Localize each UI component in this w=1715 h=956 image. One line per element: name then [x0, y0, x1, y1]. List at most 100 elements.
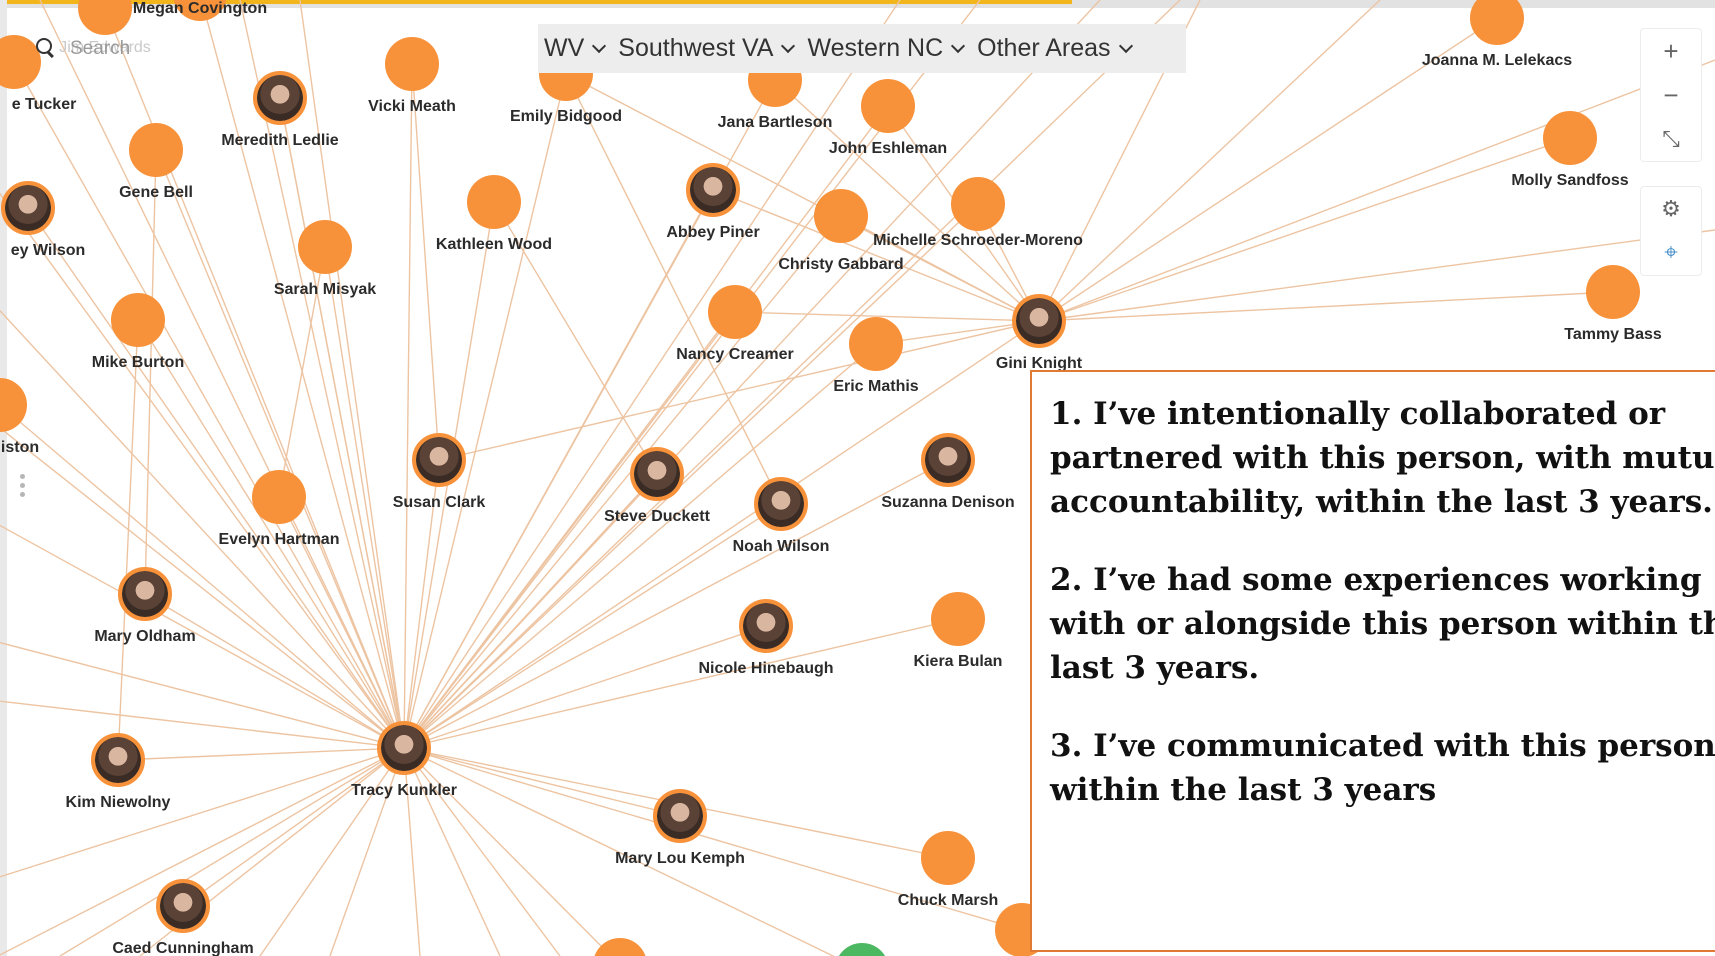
node-label: Eric Mathis	[833, 378, 919, 395]
node-label: Megan Covington	[132, 0, 268, 17]
avatar[interactable]	[921, 433, 975, 487]
edge-tracy-michelle	[403, 203, 979, 749]
node-label: Chuck Marsh	[897, 892, 999, 909]
edge-tracy-abbey	[403, 189, 714, 749]
edge-tracy-offscreen-15	[403, 0, 1181, 749]
node-label: Michelle Schroeder-Moreno	[873, 232, 1083, 249]
node-circle[interactable]	[921, 831, 975, 885]
edge-tracy-offscreen-18	[0, 192, 405, 749]
region-filter-southwest-va[interactable]: Southwest VA	[618, 34, 796, 63]
edge-gini-jana	[774, 79, 1040, 322]
recenter-button[interactable]: ⌖	[1664, 239, 1678, 266]
avatar[interactable]	[754, 477, 808, 531]
zoom-in-button[interactable]: +	[1663, 36, 1679, 66]
edge-tracy-kiera	[403, 618, 959, 749]
node-circle[interactable]	[708, 285, 762, 339]
edge-tracy-gini	[403, 320, 1040, 749]
edge-tracy-offscreen-1	[0, 427, 405, 749]
avatar[interactable]	[253, 71, 307, 125]
node-label: Nancy Creamer	[676, 346, 794, 363]
node-circle[interactable]	[593, 938, 647, 956]
left-panel-edge	[0, 0, 7, 956]
node-circle[interactable]	[252, 470, 306, 524]
edge-meredith-tracy	[279, 97, 405, 749]
edge-tracy-offscreen-17	[403, 0, 901, 749]
avatar[interactable]	[412, 433, 466, 487]
node-circle[interactable]	[951, 177, 1005, 231]
node-circle[interactable]	[835, 943, 889, 956]
edge-gini-offscreen-1	[1038, 0, 1381, 322]
node-circle[interactable]	[931, 592, 985, 646]
node-circle[interactable]	[0, 378, 27, 432]
avatar[interactable]	[630, 447, 684, 501]
zoom-out-button[interactable]: −	[1663, 80, 1679, 110]
avatar[interactable]	[156, 879, 210, 933]
node-circle[interactable]	[1586, 265, 1640, 319]
edge-tracy-offscreen-9	[329, 747, 405, 956]
node-label: Kiera Bulan	[913, 653, 1003, 670]
node-circle[interactable]	[129, 123, 183, 177]
edge-gini-molly	[1038, 137, 1571, 322]
node-label: John Eshleman	[828, 140, 948, 157]
drag-handle-icon[interactable]	[20, 474, 26, 504]
node-label: Mary Oldham	[94, 628, 196, 645]
edge-tracy-offscreen-3	[0, 641, 405, 749]
region-filter-wv[interactable]: WV	[544, 34, 607, 63]
avatar[interactable]	[1012, 294, 1066, 348]
node-circle[interactable]	[814, 189, 868, 243]
avatar[interactable]	[686, 163, 740, 217]
edge-tracy-noah	[403, 503, 782, 749]
edge-tracy-offscreen-4	[0, 700, 405, 749]
loading-progress-bar	[0, 0, 1715, 8]
edge-gini-offscreen-3	[1038, 229, 1715, 322]
node-circle[interactable]	[111, 293, 165, 347]
node-circle[interactable]	[1470, 0, 1524, 45]
node-label: Steve Duckett	[604, 508, 710, 525]
node-label: Suzanna Denison	[881, 494, 1015, 511]
avatar[interactable]	[377, 721, 431, 775]
avatar[interactable]	[739, 599, 793, 653]
search-box[interactable]: Search	[26, 30, 226, 64]
avatar[interactable]	[118, 567, 172, 621]
edge-tracy-offscreen-14	[403, 0, 1101, 749]
edge-tracy-bottom1	[403, 747, 613, 956]
edge-kathleen-steve	[493, 201, 658, 475]
region-label: WV	[544, 34, 585, 62]
node-label: Meredith Ledlie	[221, 132, 339, 149]
node-circle[interactable]	[1543, 111, 1597, 165]
edge-tracy-offscreen-6	[59, 747, 405, 956]
node-circle[interactable]	[385, 37, 439, 91]
node-circle[interactable]	[298, 220, 352, 274]
region-filter-western-nc[interactable]: Western NC	[807, 34, 966, 63]
node-circle[interactable]	[861, 79, 915, 133]
avatar[interactable]	[1, 181, 55, 235]
edge-tracy-offscreen-11	[403, 747, 501, 956]
edge-tracy-iston	[0, 404, 405, 749]
avatar[interactable]	[653, 789, 707, 843]
legend-item-2: 2. I’ve had some experiences working wit…	[1050, 562, 1715, 686]
region-filter-other-areas[interactable]: Other Areas	[977, 34, 1133, 63]
avatar[interactable]	[91, 733, 145, 787]
node-circle[interactable]	[849, 317, 903, 371]
node-label: Joanna M. Lelekacs	[1421, 52, 1573, 69]
edge-tracy-offscreen-0	[0, 309, 405, 749]
search-input[interactable]: Search	[70, 38, 131, 59]
edge-gini-joanna	[1038, 17, 1498, 322]
collapse-button[interactable]: ⤡	[1662, 126, 1680, 151]
node-label: Jim Edwards	[59, 39, 151, 56]
edge-tracy-eric	[403, 343, 877, 749]
chevron-down-icon	[951, 38, 966, 53]
node-label: Mike Burton	[91, 354, 185, 371]
edge-gini-abbey	[712, 189, 1040, 322]
edge-tracy-offscreen-5	[0, 747, 405, 878]
edge-tracy-offscreen-12	[403, 747, 561, 956]
node-label: e Tucker	[11, 96, 77, 113]
node-label: Evelyn Hartman	[218, 531, 340, 548]
node-circle[interactable]	[173, 0, 227, 21]
settings-sliders-button[interactable]: ⚙	[1661, 196, 1681, 221]
edge-gini-offscreen-2	[1038, 59, 1715, 322]
edge-tracy-suzanna	[403, 459, 949, 749]
node-circle[interactable]	[467, 175, 521, 229]
edge-tracy-offscreen-21	[39, 0, 405, 749]
